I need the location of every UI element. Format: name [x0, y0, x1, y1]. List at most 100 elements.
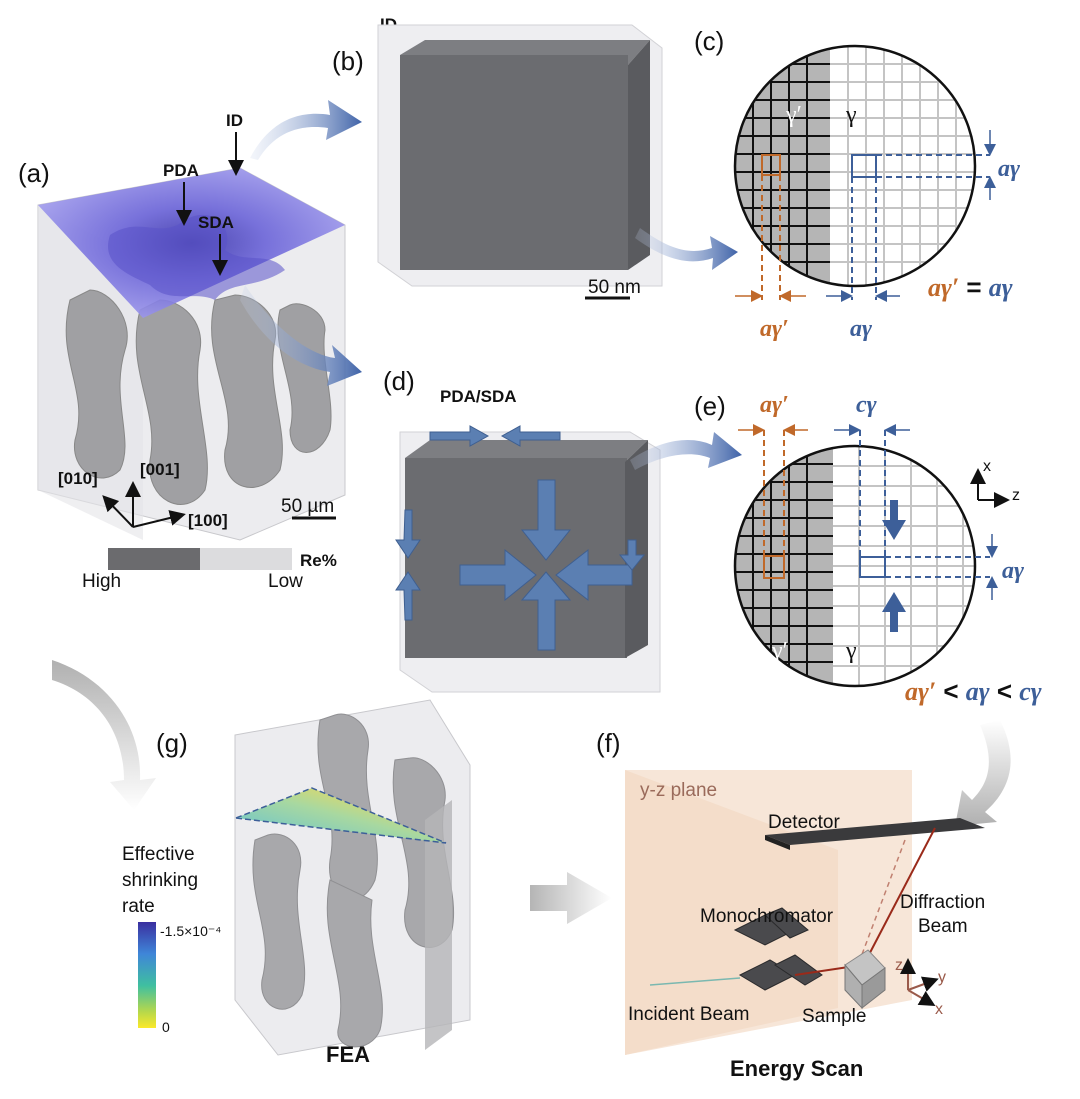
legend-low-swatch [200, 548, 292, 570]
incident-beam-line [649, 977, 741, 986]
dendrite-bodies [65, 289, 332, 505]
monochromator-crystals [733, 907, 823, 991]
gamma-prime-label-e: γ′ [771, 638, 788, 664]
blue-dashes-c [851, 154, 990, 300]
a-gamma-prime-top-e: aγ′ [760, 392, 789, 418]
panel-d: (d) PDA/SDA [383, 366, 661, 693]
relation-c-rhs: aγ [989, 273, 1013, 302]
legend-line-1: Effective [122, 844, 195, 865]
fea-strain-triangle [235, 787, 447, 844]
axis-z-label-e: z [1012, 487, 1020, 504]
detector-plate [765, 818, 985, 845]
legend-high-swatch [108, 548, 200, 570]
legend-line-3: rate [122, 896, 155, 917]
arrow-e-to-f [955, 720, 1011, 826]
gamma-label-c: γ [845, 102, 857, 128]
panel-f: (f) y-z plane Detector Diffraction Beam … [596, 728, 985, 1081]
cube-front-d [405, 458, 627, 658]
scale-bar-label-a: 50 µm [281, 496, 334, 517]
diffraction-beam [861, 827, 936, 969]
panel-label-d: (d) [383, 366, 415, 396]
legend-title: Re% [300, 551, 337, 570]
caption-f: Energy Scan [730, 1056, 863, 1081]
circle-e [733, 444, 977, 688]
panel-label-a: (a) [18, 158, 50, 188]
gamma-label-e: γ [845, 638, 857, 664]
orange-dashes-c [761, 175, 781, 300]
a-gamma-right-e: aγ [1002, 558, 1024, 584]
colorbar [138, 922, 156, 1028]
unit-cell-gamma-e [859, 556, 886, 578]
sample-front [844, 963, 863, 1010]
orange-dashes-e [763, 430, 785, 556]
dendrite-cross-section [108, 214, 285, 300]
colorbar-min: 0 [162, 1019, 170, 1035]
panel-label-e: (e) [694, 391, 726, 421]
arrow-b-to-c [635, 228, 738, 270]
id-label: ID [226, 111, 243, 130]
colorbar-max: -1.5×10⁻⁴ [160, 923, 221, 939]
axis-z-label-f: z [895, 957, 903, 974]
compression-arrows-d [395, 425, 646, 651]
panel-c: (c) [694, 26, 1020, 342]
axis-y-arrow-f [907, 976, 939, 992]
panel-d-title: PDA/SDA [440, 387, 517, 406]
blue-dashes-e [859, 430, 990, 578]
compress-arrow-up-e [882, 592, 906, 632]
panel-a: (a) ID PDA SDA [010] [001] [100] 50 µm [18, 111, 346, 592]
unit-cell-gamma-c [851, 154, 877, 178]
diffraction-beam-dashed [857, 839, 906, 966]
axis-x-label-f: x [935, 1001, 943, 1018]
relation-e-t0: aγ′ [905, 677, 936, 706]
unit-cell-gamma-prime-e [763, 555, 785, 579]
a-gamma-bottom-c: aγ [850, 316, 872, 342]
caption-g: FEA [326, 1042, 370, 1067]
legend-high: High [82, 571, 121, 592]
gamma-prime-label-c: γ′ [785, 102, 802, 128]
relation-c-op: = [959, 272, 989, 302]
panel-label-f: (f) [596, 728, 621, 758]
sda-label: SDA [198, 213, 234, 232]
arrow-a-to-b [250, 100, 362, 160]
a-gamma-right-c: aγ [998, 156, 1020, 182]
diffraction-label-1: Diffraction [900, 892, 985, 913]
axis-y-label-f: y [938, 969, 946, 986]
fea-cut-plane [425, 800, 452, 1050]
panel-label-b: (b) [332, 46, 364, 76]
legend-low: Low [268, 571, 303, 592]
scale-bar-label-b: 50 nm [588, 277, 641, 298]
sample-label: Sample [802, 1006, 866, 1027]
axis-100-label: [100] [188, 511, 228, 530]
axis-x-arrow-f [907, 989, 936, 1007]
axis-x-label-e: x [983, 458, 991, 475]
crystal-axes [102, 481, 186, 528]
relation-e-t3: < [990, 676, 1020, 706]
arrow-d-to-e [630, 432, 742, 470]
axis-010-label: [010] [58, 469, 98, 488]
axis-001-label: [001] [140, 460, 180, 479]
pda-label: PDA [163, 161, 199, 180]
relation-e: aγ′ < aγ < cγ [905, 676, 1042, 706]
circle-c [733, 44, 977, 288]
diffraction-label-2: Beam [918, 916, 968, 937]
arrow-a-to-d [240, 285, 362, 386]
panel-b: (b) ID 50 nm [332, 15, 663, 300]
relation-c: aγ′ = aγ [928, 272, 1013, 302]
cube-top-d [405, 440, 648, 462]
cube-side-b [628, 40, 650, 270]
plane-label: y-z plane [640, 780, 717, 801]
panel-label-c: (c) [694, 26, 724, 56]
panel-label-g: (g) [156, 728, 188, 758]
incident-beam-label: Incident Beam [628, 1004, 749, 1025]
relation-c-lhs: aγ′ [928, 273, 959, 302]
a-gamma-prime-bottom-c: aγ′ [760, 316, 789, 342]
monochromator-label: Monochromator [700, 906, 834, 927]
detector-label: Detector [768, 812, 840, 833]
relation-e-t4: cγ [1019, 677, 1042, 706]
c-gamma-top-e: cγ [856, 392, 877, 418]
arrow-f-to-g [530, 872, 612, 924]
panel-e: (e) [694, 391, 1042, 706]
relation-e-t1: < [936, 676, 966, 706]
unit-cell-gamma-prime-c [761, 154, 781, 176]
